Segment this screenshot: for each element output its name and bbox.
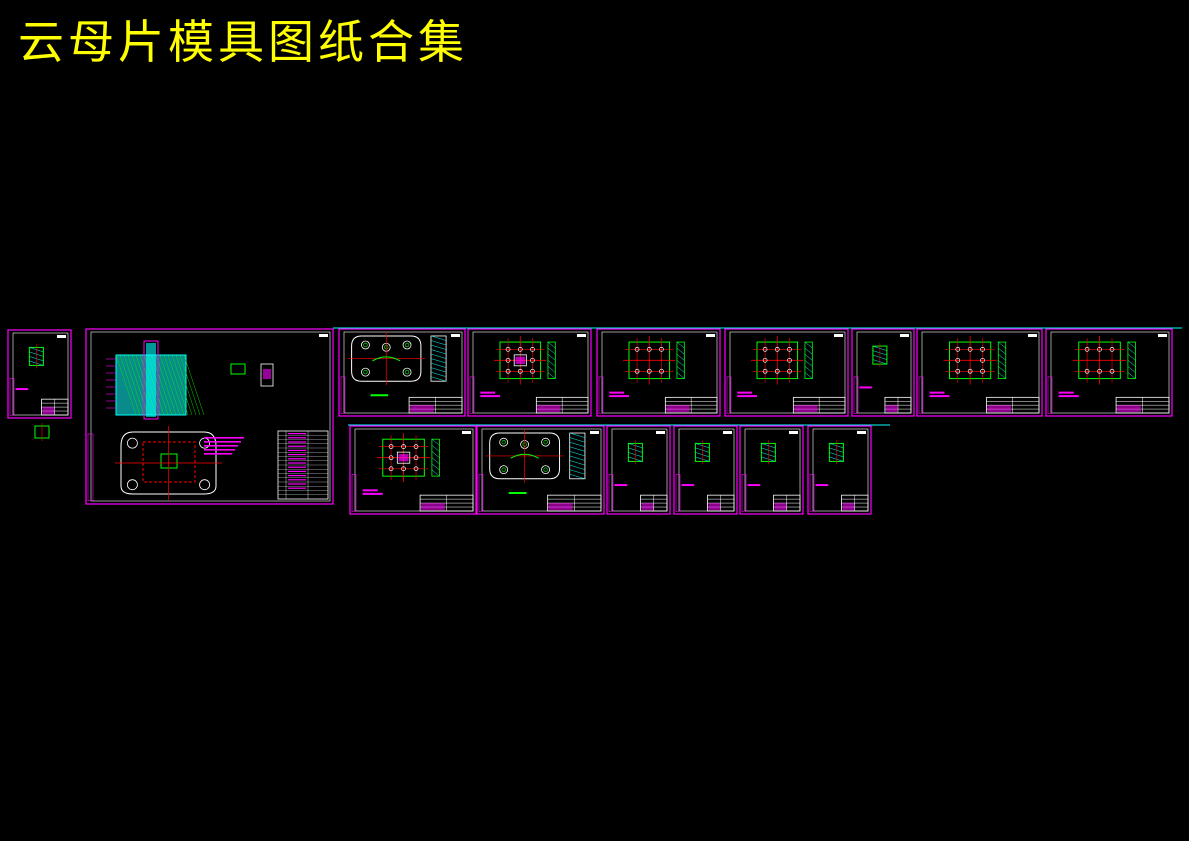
sheet-number-tag: [834, 334, 843, 337]
sheet-12: [739, 425, 804, 515]
sheet-number-tag: [1158, 334, 1167, 337]
sheet-frame: [476, 425, 605, 515]
sheet-frame: [349, 425, 477, 515]
sheet-inner-frame: [12, 332, 69, 416]
sheet-inner-frame: [856, 331, 912, 414]
sheet-inner-frame: [744, 428, 801, 512]
sheet-number-tag: [1028, 334, 1037, 337]
sheet-11: [673, 425, 738, 515]
sheet-inner-frame: [343, 331, 463, 414]
sheet-inner-frame: [611, 428, 668, 512]
sheet-13: [807, 425, 872, 515]
sheet-number-tag: [723, 431, 732, 434]
sheet-inner-frame: [812, 428, 869, 512]
sheet-inner-frame: [90, 331, 331, 502]
sheet-number-tag: [656, 431, 665, 434]
sheet-frame: [724, 328, 849, 417]
sheet-05: [851, 328, 915, 417]
sheet-number-tag: [706, 334, 715, 337]
sheet-number-tag: [57, 335, 66, 338]
cover-detail: [34, 423, 50, 441]
sheet-frame: [85, 328, 334, 505]
sheet-frame: [673, 425, 738, 515]
sheet-number-tag: [900, 334, 909, 337]
sheet-frame: [916, 328, 1043, 417]
sheet-frame: [606, 425, 671, 515]
sheet-number-tag: [319, 334, 328, 337]
sheet-06: [916, 328, 1043, 417]
sheet-number-tag: [577, 334, 586, 337]
sheet-inner-frame: [678, 428, 735, 512]
sheet-inner-frame: [1050, 331, 1170, 414]
sheet-inner-frame: [921, 331, 1040, 414]
sheet-08: [349, 425, 477, 515]
sheet-assembly: [85, 328, 334, 505]
sheet-frame: [338, 328, 466, 417]
sheet-number-tag: [857, 431, 866, 434]
sheet-09: [476, 425, 605, 515]
sheet-02: [467, 328, 592, 417]
sheet-inner-frame: [729, 331, 846, 414]
sheet-frame: [596, 328, 721, 417]
sheet-frame: [851, 328, 915, 417]
sheet-inner-frame: [472, 331, 589, 414]
sheet-01: [338, 328, 466, 417]
sheet-number-tag: [462, 431, 471, 434]
sheet-03: [596, 328, 721, 417]
collection-title: 云母片模具图纸合集: [18, 15, 468, 69]
sheet-inner-frame: [354, 428, 474, 512]
sheet-frame: [467, 328, 592, 417]
sheet-inner-frame: [601, 331, 718, 414]
sheet-number-tag: [590, 431, 599, 434]
sheet-07: [1045, 328, 1173, 417]
sheet-inner-frame: [481, 428, 602, 512]
sheet-frame: [739, 425, 804, 515]
sheet-frame: [807, 425, 872, 515]
sheet-frame: [1045, 328, 1173, 417]
sheet-number-tag: [789, 431, 798, 434]
sheet-10: [606, 425, 671, 515]
sheet-04: [724, 328, 849, 417]
sheet-frame: [7, 329, 72, 419]
sheet-cover: [7, 329, 72, 419]
sheet-number-tag: [451, 334, 460, 337]
